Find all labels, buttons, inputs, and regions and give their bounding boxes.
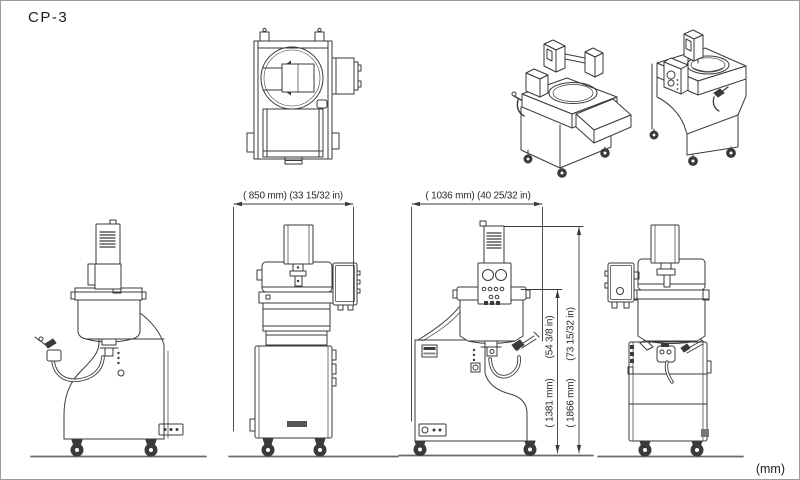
side-view-1036 — [398, 220, 594, 457]
side-view-left — [30, 219, 207, 458]
dimension-width-side — [411, 201, 543, 422]
dimension-label-overall-height-mm: ( 1866 mm) — [565, 378, 577, 428]
dimension-label-pot-height-mm: ( 1381 mm) — [544, 378, 556, 428]
dimension-label-front-width: ( 850 mm) (33 15/32 in) — [243, 190, 343, 202]
dimension-height-pot — [520, 289, 563, 454]
isometric-view-front-left — [511, 39, 632, 178]
dimension-label-pot-height-in: (54 3/8 in) — [544, 315, 556, 359]
model-title: CP-3 — [28, 9, 69, 26]
front-view-850 — [228, 224, 399, 458]
isometric-view-front-right — [649, 29, 747, 166]
dimension-width-front — [233, 201, 354, 432]
dimension-label-side-width: ( 1036 mm) (40 25/32 in) — [425, 190, 531, 202]
front-view-right — [597, 224, 744, 458]
dimension-label-overall-height-in: (73 15/32 in) — [565, 307, 577, 361]
top-view — [246, 27, 362, 165]
unit-note: (mm) — [755, 462, 785, 476]
dimension-height-overall — [503, 226, 584, 454]
